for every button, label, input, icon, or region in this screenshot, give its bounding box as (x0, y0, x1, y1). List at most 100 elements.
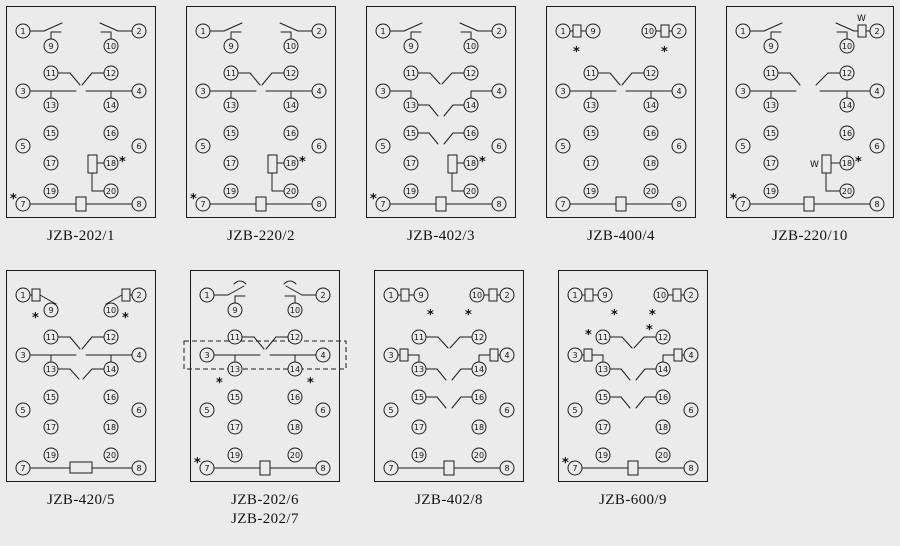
terminal-7: 7 (735, 196, 751, 212)
coil-symbol (488, 288, 498, 302)
terminal-20: 20 (463, 183, 479, 199)
wire (428, 104, 439, 117)
svg-text:7: 7 (560, 200, 565, 209)
terminal-10: 10 (283, 38, 299, 54)
terminal-17: 17 (223, 155, 239, 171)
svg-text:12: 12 (290, 333, 300, 342)
panel-border (366, 6, 516, 218)
terminal-10: 10 (839, 38, 855, 54)
svg-text:1: 1 (560, 27, 565, 36)
coil-symbol (857, 24, 867, 38)
svg-text:12: 12 (842, 69, 852, 78)
svg-text:17: 17 (230, 423, 240, 432)
terminal-2: 2 (131, 23, 147, 39)
winding-label: W (857, 14, 866, 24)
panel-label-line: JZB-202/6 (231, 491, 299, 508)
terminal-17: 17 (595, 419, 611, 435)
svg-text:20: 20 (658, 451, 668, 460)
svg-text:1: 1 (572, 291, 577, 300)
svg-text:8: 8 (136, 464, 141, 473)
terminal-10: 10 (653, 287, 669, 303)
wire (437, 336, 449, 349)
terminal-9: 9 (43, 38, 59, 54)
contact-arc (283, 280, 297, 285)
panel-border (6, 6, 156, 218)
svg-text:18: 18 (290, 423, 300, 432)
coil-symbol (255, 196, 267, 212)
terminal-15: 15 (223, 125, 239, 141)
polarity-mark: * (730, 192, 737, 207)
terminal-12: 12 (103, 329, 119, 345)
svg-text:13: 13 (46, 365, 56, 374)
svg-text:14: 14 (106, 365, 116, 374)
svg-text:11: 11 (766, 69, 776, 78)
polarity-mark: * (194, 456, 201, 471)
panel-label: JZB-202/1 (47, 227, 115, 246)
svg-text:2: 2 (136, 291, 141, 300)
svg-text:14: 14 (286, 101, 296, 110)
svg-text:6: 6 (676, 142, 681, 151)
terminal-3: 3 (199, 347, 215, 363)
svg-text:9: 9 (602, 291, 607, 300)
wire (635, 368, 646, 381)
svg-text:7: 7 (380, 200, 385, 209)
svg-text:3: 3 (560, 87, 565, 96)
terminal-17: 17 (43, 419, 59, 435)
svg-text:19: 19 (230, 451, 240, 460)
terminal-12: 12 (643, 65, 659, 81)
svg-text:6: 6 (496, 142, 501, 151)
coil-symbol (435, 196, 447, 212)
wire (69, 72, 81, 86)
svg-text:17: 17 (46, 423, 56, 432)
svg-text:19: 19 (598, 451, 608, 460)
svg-text:14: 14 (658, 365, 668, 374)
terminal-7: 7 (555, 196, 571, 212)
svg-text:19: 19 (46, 451, 56, 460)
terminal-12: 12 (655, 329, 671, 345)
terminal-8: 8 (315, 460, 331, 476)
svg-text:13: 13 (46, 101, 56, 110)
svg-text:7: 7 (200, 200, 205, 209)
wire (443, 132, 454, 145)
panel-label-line: JZB-402/8 (415, 491, 483, 508)
svg-text:16: 16 (658, 393, 668, 402)
svg-text:9: 9 (768, 42, 773, 51)
terminal-1: 1 (199, 287, 215, 303)
terminal-14: 14 (471, 361, 487, 377)
terminal-10: 10 (103, 302, 119, 318)
panel-label: JZB-402/3 (407, 227, 475, 246)
terminal-11: 11 (403, 65, 419, 81)
svg-text:19: 19 (414, 451, 424, 460)
terminal-4: 4 (491, 83, 507, 99)
svg-text:20: 20 (286, 187, 296, 196)
terminal-20: 20 (103, 183, 119, 199)
terminal-12: 12 (283, 65, 299, 81)
svg-text:17: 17 (46, 159, 56, 168)
svg-text:7: 7 (20, 464, 25, 473)
panel-border (546, 6, 696, 218)
terminal-7: 7 (567, 460, 583, 476)
svg-text:5: 5 (20, 406, 25, 415)
svg-text:5: 5 (20, 142, 25, 151)
svg-text:18: 18 (466, 159, 476, 168)
terminal-4: 4 (131, 83, 147, 99)
terminal-3: 3 (195, 83, 211, 99)
terminal-9: 9 (597, 287, 613, 303)
wire (39, 294, 57, 305)
panel-label-line: JZB-202/1 (47, 228, 115, 244)
svg-text:12: 12 (658, 333, 668, 342)
svg-text:16: 16 (286, 129, 296, 138)
terminal-16: 16 (463, 125, 479, 141)
terminal-4: 4 (499, 347, 515, 363)
svg-text:4: 4 (136, 87, 141, 96)
wire (43, 22, 63, 32)
dashed-group-box (183, 340, 347, 370)
svg-text:7: 7 (20, 200, 25, 209)
terminal-19: 19 (595, 447, 611, 463)
svg-text:4: 4 (320, 351, 325, 360)
terminal-9: 9 (43, 302, 59, 318)
